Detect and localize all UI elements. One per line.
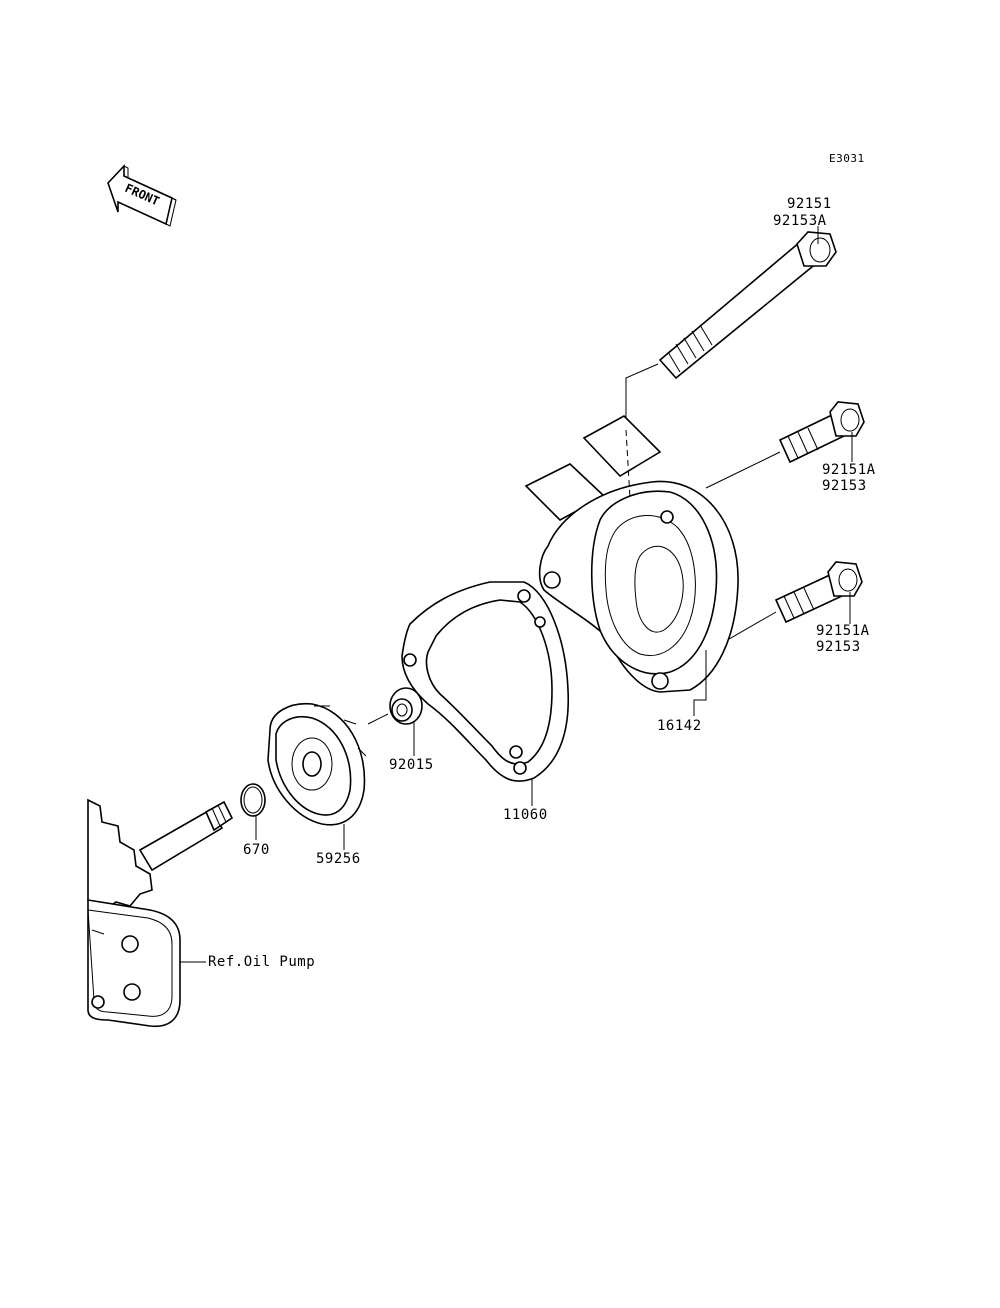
diagram-code: E3031 [829,152,865,165]
front-arrow-icon: FRONT [108,166,176,226]
label-11060: 11060 [503,807,548,823]
label-92153A: 92153A [773,213,827,229]
label-670: 670 [243,842,270,858]
impeller [268,704,366,825]
o-ring [241,784,265,816]
label-ref-oil-pump: Ref.Oil Pump [208,954,316,970]
label-16142: 16142 [657,718,702,734]
oil-pump-body [88,800,180,1026]
label-92151A-upper: 92151A [822,462,876,478]
lower-bolt [776,562,862,622]
upper-bolt [780,402,864,462]
label-59256: 59256 [316,851,361,867]
gasket [402,582,568,781]
leader-housing [694,650,706,716]
long-bolt-axis-line [626,364,658,430]
label-92153-upper: 92153 [822,478,867,494]
label-92151A-lower: 92151A [816,623,870,639]
label-92153-lower: 92153 [816,639,861,655]
pump-shaft [140,802,232,870]
label-92015: 92015 [389,757,434,773]
pump-housing [526,416,738,692]
washer [368,688,422,724]
upper-bolt-axis-line [706,452,780,488]
label-92151: 92151 [787,196,832,212]
long-bolt [660,232,836,378]
